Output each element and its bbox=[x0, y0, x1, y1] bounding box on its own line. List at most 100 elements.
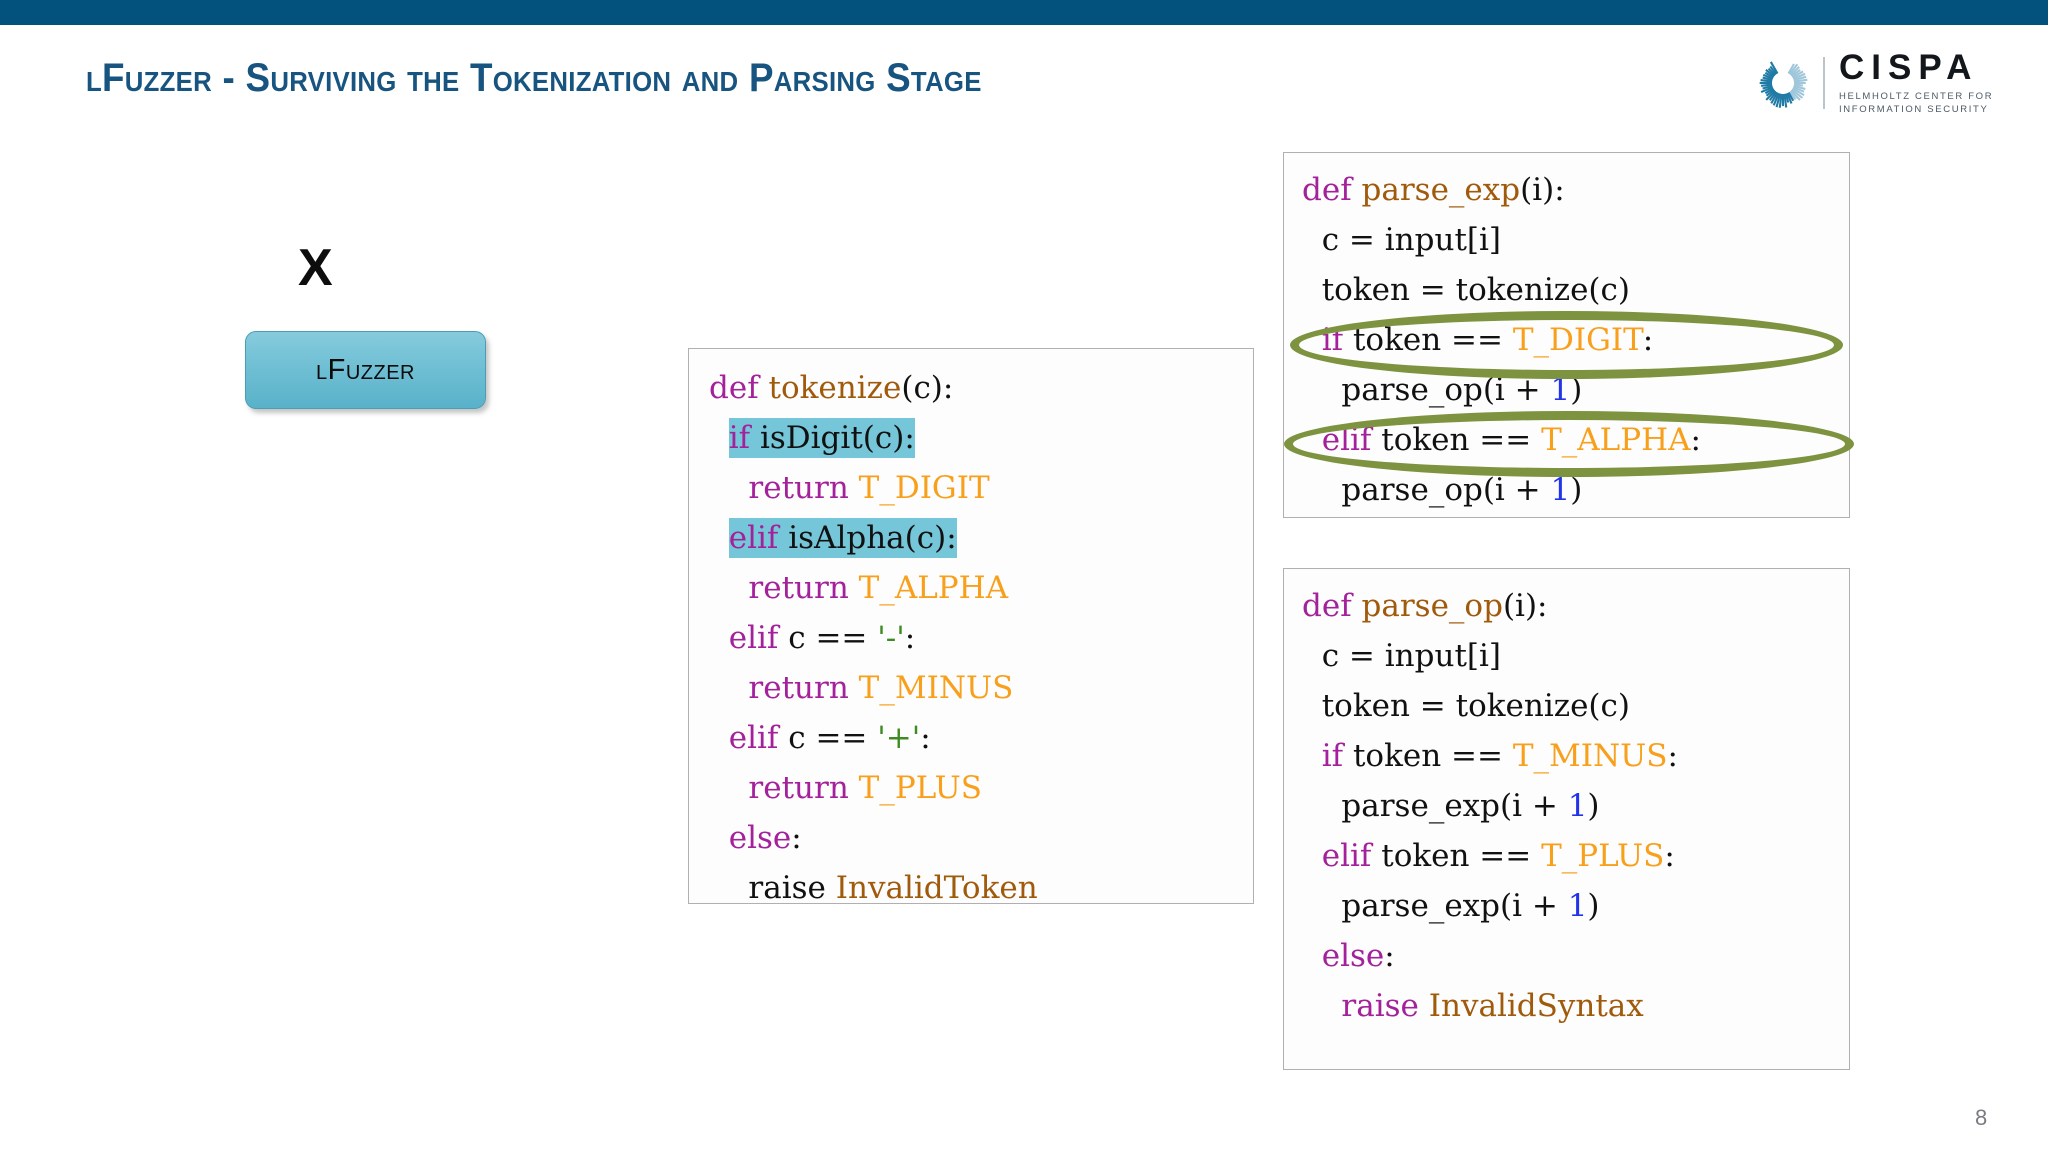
code-token: 1 bbox=[1551, 472, 1571, 508]
code-token bbox=[709, 770, 748, 806]
logo-subtitle-line1: HELMHOLTZ CENTER FOR bbox=[1839, 90, 2020, 103]
code-line: c = input[i] bbox=[1302, 631, 1849, 681]
code-block-parse-op: def parse_op(i): c = input[i] token = to… bbox=[1283, 568, 1850, 1070]
code-line: else: bbox=[1302, 931, 1849, 981]
code-line: parse_op(i + 1) bbox=[1302, 465, 1849, 515]
code-token: : bbox=[1691, 422, 1701, 458]
code-token bbox=[1302, 988, 1341, 1024]
code-token: token = tokenize(c) bbox=[1302, 272, 1630, 308]
code-token: T_PLUS bbox=[859, 770, 982, 806]
x-marker: X bbox=[298, 242, 333, 294]
code-token: tokenize bbox=[769, 370, 902, 406]
top-accent-bar bbox=[0, 0, 2048, 25]
code-token: T_MINUS bbox=[1513, 738, 1668, 774]
code-token bbox=[709, 620, 729, 656]
code-token: T_MINUS bbox=[859, 670, 1014, 706]
code-line: raise InvalidToken bbox=[709, 863, 1253, 913]
code-token: parse_exp bbox=[1362, 172, 1521, 208]
code-line: token = tokenize(c) bbox=[1302, 265, 1849, 315]
code-token: c == bbox=[788, 720, 877, 756]
code-token: T_ALPHA bbox=[1541, 422, 1690, 458]
code-line: else: bbox=[709, 813, 1253, 863]
code-token: return bbox=[748, 770, 858, 806]
code-token: : bbox=[905, 620, 915, 656]
code-token: return bbox=[748, 470, 858, 506]
lfuzzer-node[interactable]: lFuzzer bbox=[245, 331, 486, 409]
code-line: elif c == '-': bbox=[709, 613, 1253, 663]
code-token: elif bbox=[729, 620, 789, 656]
code-token: c == bbox=[788, 620, 877, 656]
code-token: T_ALPHA bbox=[859, 570, 1008, 606]
code-token: elif bbox=[729, 720, 789, 756]
code-token bbox=[1302, 938, 1322, 974]
code-token bbox=[1302, 322, 1322, 358]
code-token bbox=[709, 720, 729, 756]
code-token bbox=[709, 820, 729, 856]
code-token: (c): bbox=[901, 370, 953, 406]
code-line: return T_DIGIT bbox=[709, 463, 1253, 513]
code-line: parse_op(i + 1) bbox=[1302, 365, 1849, 415]
code-token: ) bbox=[1587, 788, 1599, 824]
code-token: (i): bbox=[1520, 172, 1565, 208]
code-token: if bbox=[1322, 322, 1353, 358]
code-token: c = input[i] bbox=[1302, 222, 1501, 258]
code-token: 1 bbox=[1568, 788, 1588, 824]
code-line: elif isAlpha(c): bbox=[709, 513, 1253, 563]
code-token: ) bbox=[1587, 888, 1599, 924]
code-token: raise bbox=[1341, 988, 1428, 1024]
code-token: parse_op(i + bbox=[1302, 372, 1551, 408]
code-token: elif bbox=[1322, 422, 1382, 458]
code-token: isDigit(c): bbox=[760, 418, 915, 458]
code-token: parse_exp(i + bbox=[1302, 888, 1568, 924]
code-line: return T_PLUS bbox=[709, 763, 1253, 813]
code-token: return bbox=[748, 670, 858, 706]
code-token: token == bbox=[1381, 422, 1541, 458]
code-token: raise bbox=[748, 870, 835, 906]
code-token: 1 bbox=[1568, 888, 1588, 924]
cispa-logo: CISPA HELMHOLTZ CENTER FOR INFORMATION S… bbox=[1755, 52, 2020, 114]
logo-text-group: CISPA HELMHOLTZ CENTER FOR INFORMATION S… bbox=[1839, 50, 2020, 116]
code-token: T_PLUS bbox=[1541, 838, 1664, 874]
code-token: c = input[i] bbox=[1302, 638, 1501, 674]
code-token: (i): bbox=[1503, 588, 1548, 624]
code-token: isAlpha(c): bbox=[788, 518, 956, 558]
code-token: '+' bbox=[877, 720, 920, 756]
code-token: InvalidToken bbox=[836, 870, 1038, 906]
code-line: parse_exp(i + 1) bbox=[1302, 881, 1849, 931]
code-line: elif token == T_ALPHA: bbox=[1302, 415, 1849, 465]
code-token bbox=[1302, 422, 1322, 458]
code-block-tokenize: def tokenize(c): if isDigit(c): return T… bbox=[688, 348, 1254, 904]
code-token bbox=[1302, 738, 1322, 774]
page-number: 8 bbox=[1975, 1105, 1987, 1131]
code-token: elif bbox=[1322, 838, 1382, 874]
code-token: parse_exp(i + bbox=[1302, 788, 1568, 824]
code-token bbox=[709, 470, 748, 506]
code-token: token = tokenize(c) bbox=[1302, 688, 1630, 724]
code-block-parse-exp: def parse_exp(i): c = input[i] token = t… bbox=[1283, 152, 1850, 518]
code-token: token == bbox=[1381, 838, 1541, 874]
code-line: def parse_exp(i): bbox=[1302, 165, 1849, 215]
code-token: : bbox=[920, 720, 930, 756]
code-lines-parse-op: def parse_op(i): c = input[i] token = to… bbox=[1284, 569, 1849, 1031]
code-line: parse_exp(i + 1) bbox=[1302, 781, 1849, 831]
code-token: : bbox=[1643, 322, 1653, 358]
code-line: elif token == T_PLUS: bbox=[1302, 831, 1849, 881]
code-token: : bbox=[791, 820, 801, 856]
code-token bbox=[709, 870, 748, 906]
code-token bbox=[709, 520, 729, 556]
code-token bbox=[709, 420, 729, 456]
code-token bbox=[709, 570, 748, 606]
code-token bbox=[709, 670, 748, 706]
code-line: elif c == '+': bbox=[709, 713, 1253, 763]
code-line: return T_ALPHA bbox=[709, 563, 1253, 613]
code-token: def bbox=[709, 370, 769, 406]
code-token: elif bbox=[729, 518, 789, 558]
code-token: return bbox=[748, 570, 858, 606]
code-token: : bbox=[1384, 938, 1394, 974]
code-token: def bbox=[1302, 588, 1362, 624]
code-token: def bbox=[1302, 172, 1362, 208]
code-line: c = input[i] bbox=[1302, 215, 1849, 265]
code-line: return T_MINUS bbox=[709, 663, 1253, 713]
logo-name: CISPA bbox=[1839, 50, 2020, 85]
code-token: 1 bbox=[1551, 372, 1571, 408]
